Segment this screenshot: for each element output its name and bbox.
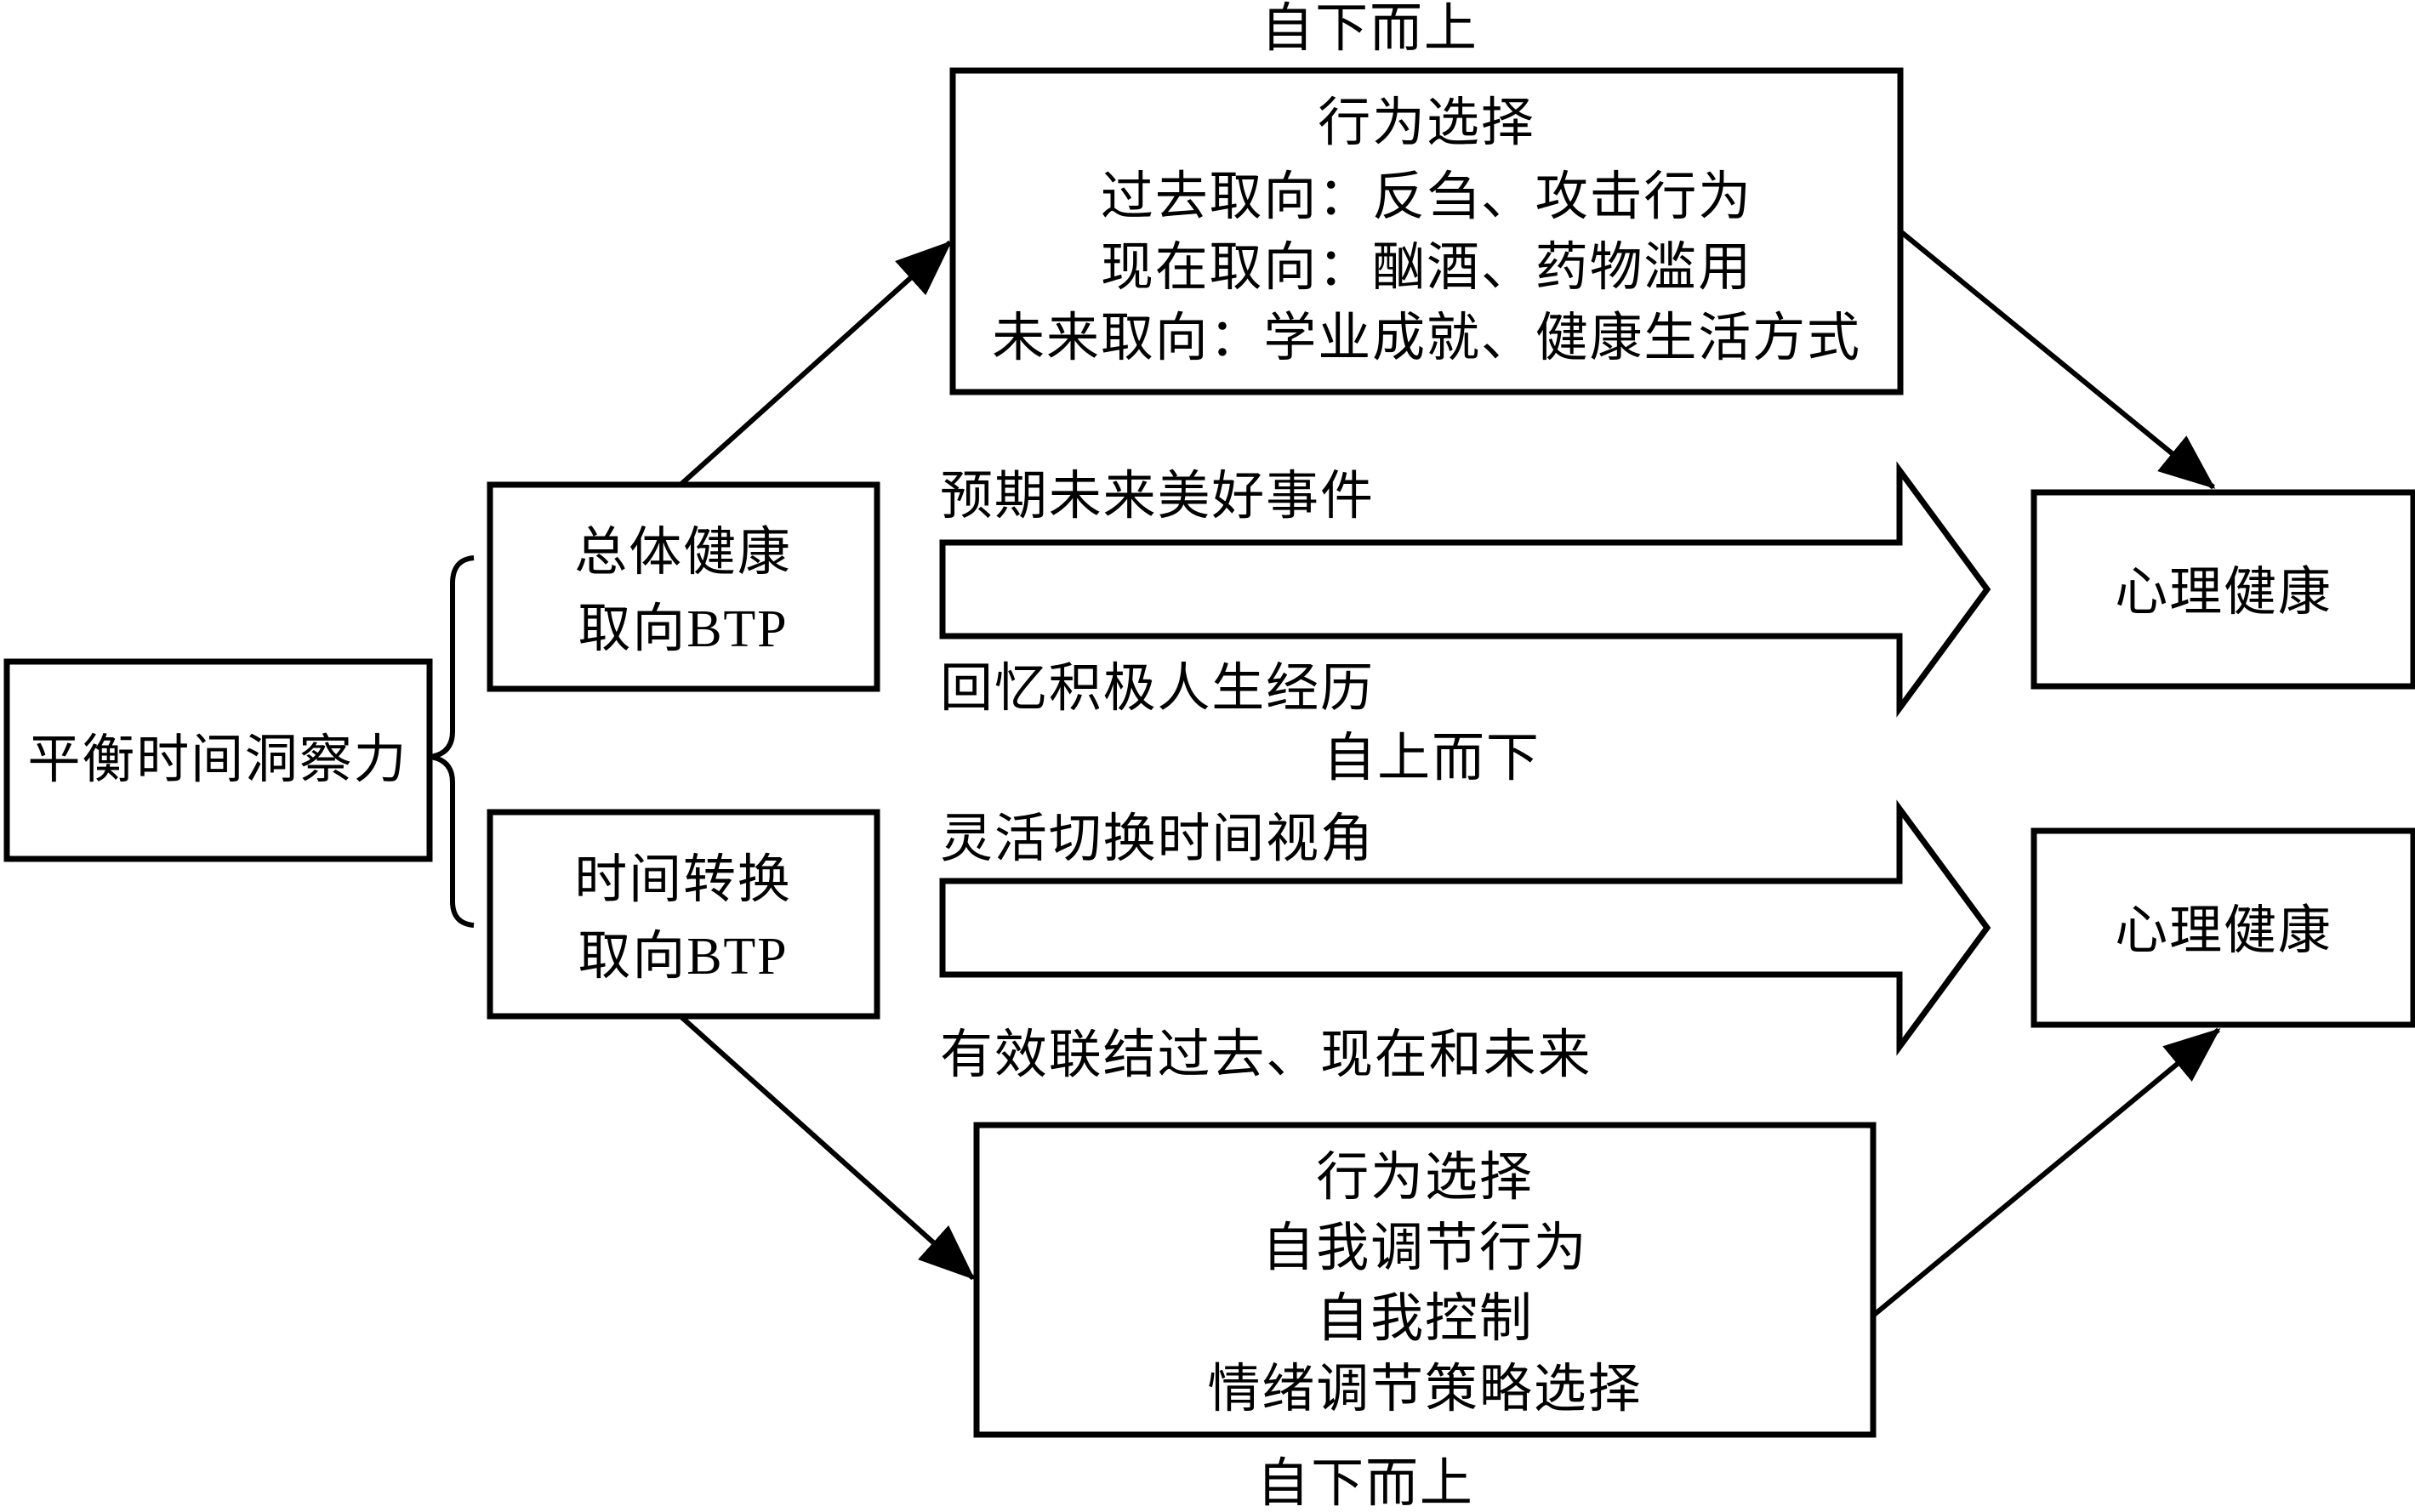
overall-health-btp-line2: 取向BTP [578, 600, 788, 658]
arrow-top-behavior-to-mental-health [1899, 229, 2216, 490]
overall-health-btp-box [487, 481, 880, 692]
big-arrow-top [939, 461, 1991, 718]
arrow-btp-to-top-behavior [678, 240, 953, 487]
behavior-top-line2: 过去取向：反刍、攻击行为 [1101, 168, 1752, 226]
balanced-time-perspective-label: 平衡时间洞察力 [27, 731, 407, 789]
mental-health-box-bottom [2031, 827, 2415, 1028]
link-past-present-future-label: 有效联结过去、现在和未来 [940, 1026, 1592, 1084]
brace [430, 555, 475, 928]
mental-health-label-bottom: 心理健康 [2115, 902, 2332, 960]
behavior-choice-bottom-box [973, 1122, 1877, 1438]
behavior-bottom-line2: 自我调节行为 [1262, 1219, 1587, 1277]
arrow-btp-to-bottom-behavior [678, 1014, 976, 1281]
behavior-choice-top-box [949, 67, 1904, 395]
flow-label-middle: 自上而下 [1323, 730, 1540, 787]
behavior-bottom-line4: 情绪调节策略选择 [1208, 1361, 1643, 1418]
mental-health-label-top: 心理健康 [2115, 564, 2332, 622]
recall-positive-experiences-label: 回忆积极人生经历 [940, 660, 1375, 718]
behavior-top-line4: 未来取向：学业成就、健康生活方式 [992, 310, 1861, 367]
flow-label-bottom: 自下而上 [1256, 1455, 1473, 1512]
time-shift-btp-line2: 取向BTP [578, 928, 788, 986]
behavior-bottom-line1: 行为选择 [1316, 1149, 1533, 1207]
balanced-time-perspective-box [3, 658, 433, 862]
anticipate-future-events-label: 预期未来美好事件 [940, 468, 1375, 526]
arrow-bottom-behavior-to-mental-health [1871, 1027, 2221, 1318]
behavior-top-line3: 现在取向：酗酒、药物滥用 [1101, 239, 1752, 297]
flexible-switch-perspective-label: 灵活切换时间视角 [940, 810, 1375, 868]
time-shift-btp-line1: 时间转换 [574, 851, 791, 909]
flow-label-top: 自下而上 [1261, 0, 1478, 58]
overall-health-btp-line1: 总体健康 [574, 524, 791, 582]
mental-health-box-top [2031, 489, 2415, 690]
time-shift-btp-box [487, 809, 880, 1020]
big-arrow-bottom [939, 799, 1991, 1056]
behavior-top-line1: 行为选择 [1318, 94, 1535, 152]
behavior-bottom-line3: 自我控制 [1316, 1290, 1533, 1348]
